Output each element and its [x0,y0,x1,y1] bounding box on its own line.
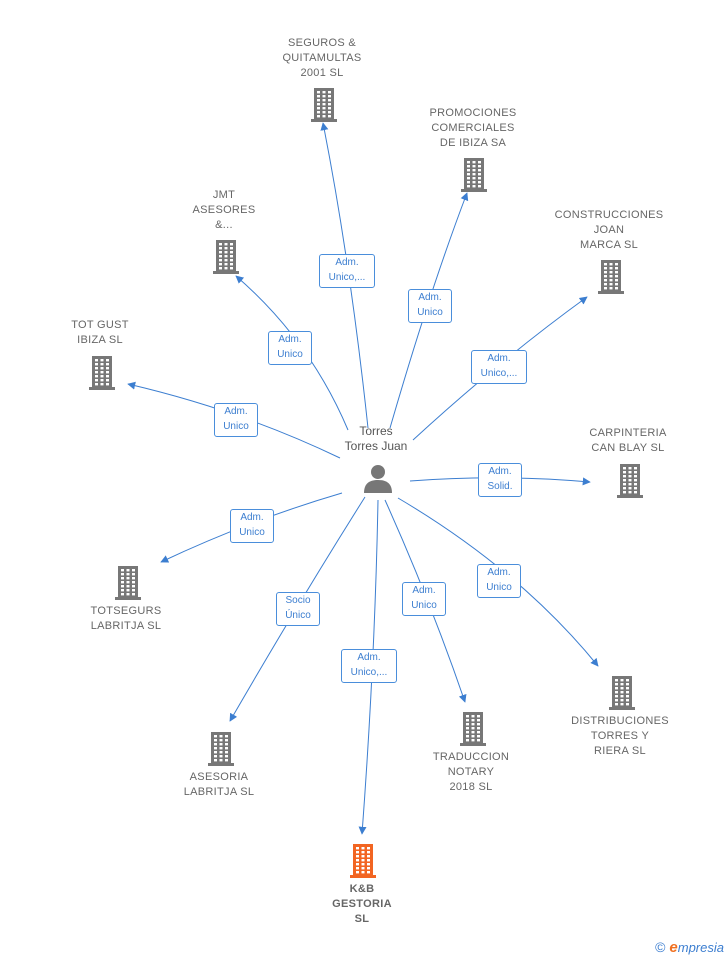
building-icon[interactable] [112,564,144,600]
person-icon[interactable] [362,462,394,494]
relation-label-kb[interactable]: Adm. Unico,... [341,649,397,683]
relation-label-jmt[interactable]: Adm. Unico [268,331,312,365]
relation-label-line: Adm. [278,334,302,345]
relation-label-line: Solid. [487,481,513,492]
copyright-symbol: © [655,939,666,955]
relation-label-construcciones[interactable]: Adm. Unico,... [471,350,527,384]
relation-label-line: Adm. [487,353,511,364]
building-icon[interactable] [308,86,340,122]
relation-label-line: Adm. [418,292,442,303]
company-label-traduccion[interactable]: TRADUCCION NOTARY 2018 SL [432,751,510,793]
relation-label-line: Adm. [224,406,248,417]
company-label-asesoria[interactable]: ASESORIA LABRITJA SL [183,771,255,798]
building-icon[interactable] [606,674,638,710]
relation-label-carpinteria[interactable]: Adm. Solid. [478,463,522,497]
company-label-promociones[interactable]: PROMOCIONES COMERCIALES DE IBIZA SA [429,107,517,149]
relation-label-line: Adm. [487,567,511,578]
building-icon[interactable] [457,710,489,746]
building-icon[interactable] [86,354,118,390]
relation-label-line: Adm. [335,257,359,268]
relation-label-promociones[interactable]: Adm. Unico [408,289,452,323]
brand-logo-text: mpresia [677,940,724,955]
center-person-label[interactable]: Torres Torres Juan [344,424,408,453]
building-icon[interactable] [614,462,646,498]
brand-logo-initial: e [669,939,678,956]
company-label-totgust[interactable]: TOT GUST IBIZA SL [71,319,129,346]
relation-label-traduccion[interactable]: Adm. Unico [402,582,446,616]
relation-label-line: Adm. [357,652,381,663]
relation-label-line: Unico [486,582,512,593]
company-label-seguros[interactable]: SEGUROS & QUITAMULTAS 2001 SL [282,37,362,79]
building-icon[interactable] [205,730,237,766]
relation-label-line: Adm. [240,512,264,523]
relation-label-totgust[interactable]: Adm. Unico [214,403,258,437]
relation-label-line: Unico [277,349,303,360]
relation-label-line: Unico [411,600,437,611]
building-icon[interactable] [595,258,627,294]
building-icon[interactable] [210,238,242,274]
relation-label-line: Unico,... [328,272,366,283]
company-label-totsegurs[interactable]: TOTSEGURS LABRITJA SL [90,605,162,632]
company-label-distribuciones[interactable]: DISTRIBUCIONES TORRES Y RIERA SL [571,715,669,757]
relation-label-distribuciones[interactable]: Adm. Unico [477,564,521,598]
building-icon[interactable] [347,842,379,878]
relation-label-line: Unico [223,421,249,432]
relation-label-line: Unico [239,527,265,538]
copyright-footer: ©empresia [655,939,724,956]
company-label-carpinteria[interactable]: CARPINTERIA CAN BLAY SL [589,427,667,454]
building-icon[interactable] [458,156,490,192]
company-label-kb[interactable]: K&B GESTORIA SL [332,883,392,925]
relation-label-totsegurs[interactable]: Adm. Unico [230,509,274,543]
relation-label-line: Único [285,610,311,621]
relation-label-line: Unico [417,307,443,318]
relation-label-line: Adm. [488,466,512,477]
company-label-jmt[interactable]: JMT ASESORES &... [192,189,256,231]
relation-label-seguros[interactable]: Adm. Unico,... [319,254,375,288]
relation-label-line: Unico,... [480,368,518,379]
company-label-construcciones[interactable]: CONSTRUCCIONES JOAN MARCA SL [554,209,664,251]
relation-label-line: Socio [285,595,311,606]
relation-label-line: Adm. [412,585,436,596]
relation-label-line: Unico,... [350,667,388,678]
